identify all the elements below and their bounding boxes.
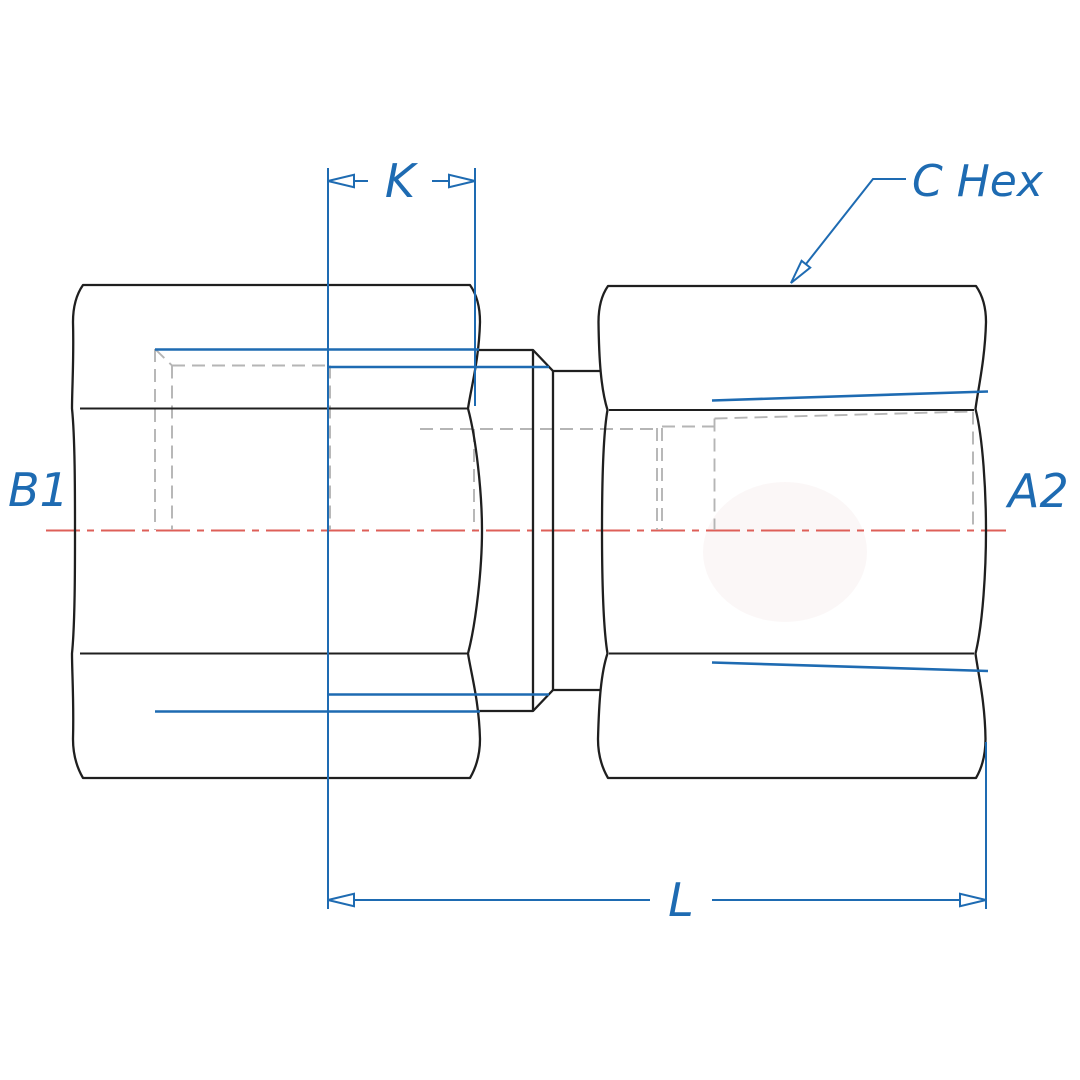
right-hex-outline	[596, 284, 988, 780]
label-b1: B1	[8, 463, 69, 517]
label-a2: A2	[1005, 464, 1069, 518]
paper-smudge	[703, 482, 867, 622]
dim-l-arrow-right	[959, 892, 987, 908]
dim-k-arrow-right	[448, 173, 476, 189]
dimension-l: L	[327, 742, 987, 927]
hidden-detail-lines	[154, 348, 974, 530]
c-hex-leader-arrow	[790, 259, 812, 284]
left-hex-body	[70, 283, 484, 780]
neck-outline	[479, 348, 600, 713]
label-l: L	[668, 873, 694, 927]
right-hex-body	[596, 284, 988, 780]
npt-taper-lower	[711, 661, 989, 673]
dim-l-arrow-left	[327, 892, 355, 908]
thread-lines	[155, 348, 989, 713]
dim-k-arrow-left	[327, 173, 355, 189]
c-hex-leader	[790, 178, 906, 284]
npt-taper-upper	[711, 390, 989, 402]
left-hex-outline	[70, 283, 484, 780]
dimension-k: K	[327, 154, 476, 909]
c-hex-callout: C Hex	[790, 156, 1044, 284]
label-c-hex: C Hex	[912, 156, 1044, 207]
label-k: K	[385, 154, 419, 208]
